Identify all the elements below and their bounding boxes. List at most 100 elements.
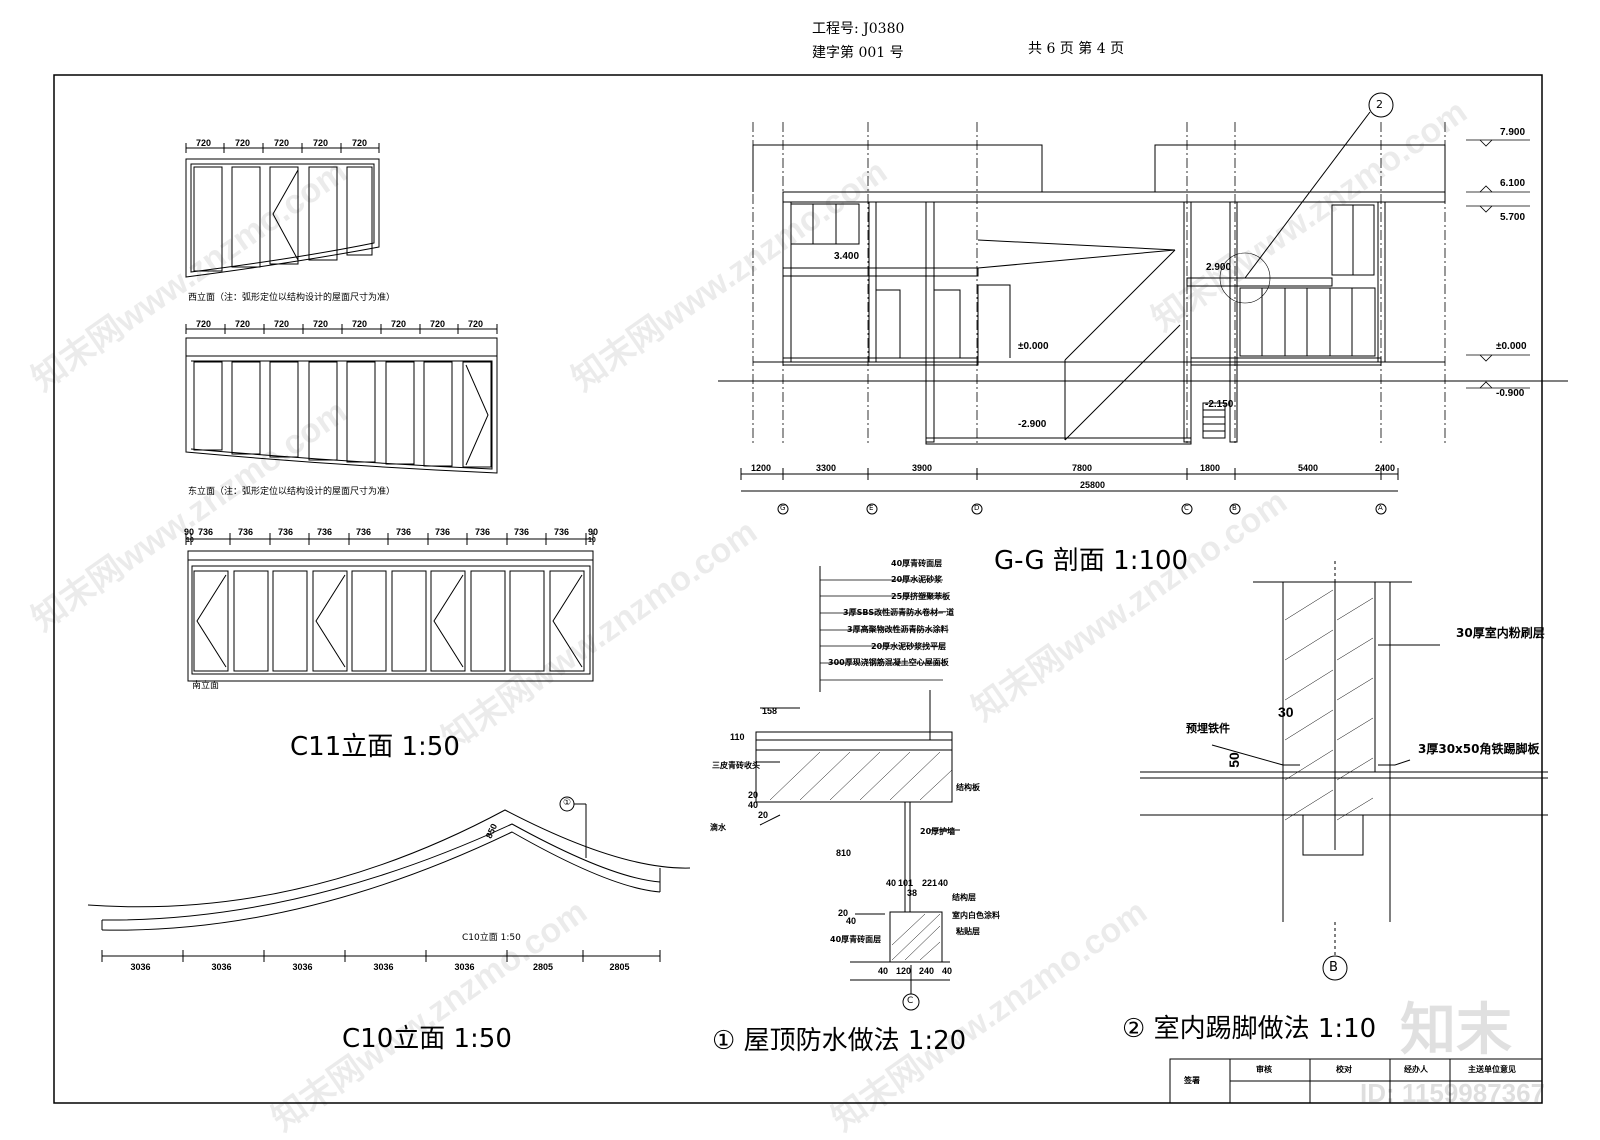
skirting-dim-30: 30: [1278, 704, 1294, 720]
c10-dim-2: 3036: [292, 962, 313, 972]
south-panel: [509, 570, 545, 672]
skirting-dim-50: 50: [1225, 752, 1242, 768]
gg-level-3: -2.150: [1205, 399, 1234, 410]
skirting-detail: [1140, 560, 1548, 981]
c10-dim-5: 2805: [533, 962, 554, 972]
roof-dim-left-4: 810: [836, 848, 852, 858]
south-panel-swing: [433, 574, 464, 668]
east-dim-5: 720: [391, 319, 407, 329]
gg-axis-3: C: [1184, 504, 1189, 512]
tb-opinion: 主送单位意见: [1468, 1065, 1516, 1074]
title-block-lines: [1169, 1058, 1543, 1104]
south-dim-2: 736: [238, 527, 254, 537]
roof-dim-bottom-1: 120: [896, 966, 912, 976]
watermark-id: ID: 1159987367: [1360, 1078, 1546, 1108]
gg-elev-1: 6.100: [1500, 178, 1526, 189]
roof-dim-bottom-0: 40: [878, 966, 889, 976]
skirting-note-angle: 3厚30x50角铁踢脚板: [1418, 742, 1540, 756]
south-panel: [549, 570, 585, 672]
south-panel-swing: [552, 574, 583, 668]
gg-elev-4: -0.900: [1496, 388, 1525, 399]
c10-dim-1: 3036: [211, 962, 232, 972]
project-number: 工程号: J0380: [812, 21, 905, 37]
gg-title: G-G 剖面 1:100: [994, 546, 1189, 576]
gg-level-0: 3.400: [834, 251, 860, 262]
south-dim-7: 736: [435, 527, 451, 537]
south-dim-6: 736: [396, 527, 412, 537]
roof-dim-mid-4: 38: [907, 888, 918, 898]
south-panel: [272, 570, 308, 672]
east-dim-4: 720: [352, 319, 368, 329]
c11-title: C11立面 1:50: [290, 732, 460, 762]
west-dim-1: 720: [235, 138, 251, 148]
south-dim-11: 90: [588, 527, 599, 537]
roof-note-4: 结构层: [952, 893, 976, 902]
tb-sign: 签署: [1184, 1076, 1200, 1085]
gg-axis-4: B: [1232, 504, 1237, 512]
roof-layer-6: 300厚现浇钢筋混凝土空心屋面板: [828, 658, 949, 667]
gg-total-dim: 25800: [1080, 480, 1106, 490]
tb-handler: 经办人: [1404, 1065, 1428, 1074]
gg-callout: 2: [1376, 98, 1383, 111]
roof-title: ① 屋顶防水做法 1:20: [712, 1026, 967, 1056]
south-panel: [312, 570, 348, 672]
roof-dim-mid-2: 221: [922, 878, 938, 888]
east-dim-1: 720: [235, 319, 251, 329]
gg-axis-0: G: [780, 504, 786, 512]
skirting-note-embed: 预埋铁件: [1186, 722, 1230, 735]
east-dim-2: 720: [274, 319, 290, 329]
south-panel: [470, 570, 506, 672]
c10-elevation: [87, 796, 691, 962]
west-dim-4: 720: [352, 138, 368, 148]
skirting-title: ② 室内踢脚做法 1:10: [1122, 1014, 1377, 1044]
gg-dim-2: 3900: [912, 463, 933, 473]
roof-note-5: 室内白色涂料: [952, 911, 1000, 920]
east-dim-7: 720: [468, 319, 484, 329]
roof-layer-3: 3厚SBS改性沥青防水卷材一道: [843, 608, 955, 617]
roof-dim-left-1: 20: [748, 790, 759, 800]
south-caption: 南立面: [192, 681, 220, 691]
document-number: 建字第 001 号: [812, 45, 904, 61]
gg-dim-1: 3300: [816, 463, 837, 473]
west-dim-2: 720: [274, 138, 290, 148]
south-dim-9: 736: [514, 527, 530, 537]
west-caption: 西立面（注：弧形定位以结构设计的屋面尺寸为准）: [188, 293, 396, 303]
gg-axis-2: D: [974, 504, 980, 512]
roof-note-0: 三皮青砖收头: [712, 761, 760, 770]
gg-dim-6: 2400: [1375, 463, 1396, 473]
south-dim-5: 736: [356, 527, 372, 537]
roof-note-7: 40厚青砖面层: [830, 935, 882, 944]
south-small-dim-right: 10: [588, 537, 596, 544]
roof-note-6: 粘贴层: [956, 927, 980, 936]
tb-review: 审核: [1256, 1065, 1272, 1074]
gg-level-4: -2.900: [1018, 419, 1047, 430]
c10-dim-4: 3036: [454, 962, 475, 972]
roof-dim-mid-0: 40: [886, 878, 897, 888]
skirting-note-plaster: 30厚室内粉刷层: [1456, 626, 1545, 640]
south-panel-swing: [315, 574, 346, 668]
south-dim-1: 736: [198, 527, 214, 537]
roof-layer-1: 20厚水泥砂浆: [891, 575, 943, 584]
west-dim-3: 720: [313, 138, 329, 148]
south-dim-0: 90: [184, 527, 195, 537]
gg-dim-3: 7800: [1072, 463, 1093, 473]
gg-section: [718, 92, 1568, 515]
south-dim-3: 736: [278, 527, 294, 537]
south-panel: [233, 570, 269, 672]
gg-level-2: ±0.000: [1018, 341, 1049, 352]
south-dim-8: 736: [475, 527, 491, 537]
roof-dim-mid-1: 101: [898, 878, 914, 888]
roof-layer-4: 3厚高聚物改性沥青防水涂料: [847, 625, 949, 634]
roof-axis: C: [907, 996, 914, 1006]
roof-dim-bottom-3: 40: [942, 966, 953, 976]
tb-check: 校对: [1336, 1065, 1352, 1074]
gg-dim-5: 5400: [1298, 463, 1319, 473]
south-panel: [391, 570, 427, 672]
c11-south-elevation: [185, 533, 594, 682]
south-panel: [430, 570, 466, 672]
west-dim-0: 720: [196, 138, 212, 148]
roof-note-2: 结构板: [956, 783, 980, 792]
roof-dim-left-6: 40: [846, 916, 857, 926]
south-small-dim-left: 10: [186, 537, 194, 544]
